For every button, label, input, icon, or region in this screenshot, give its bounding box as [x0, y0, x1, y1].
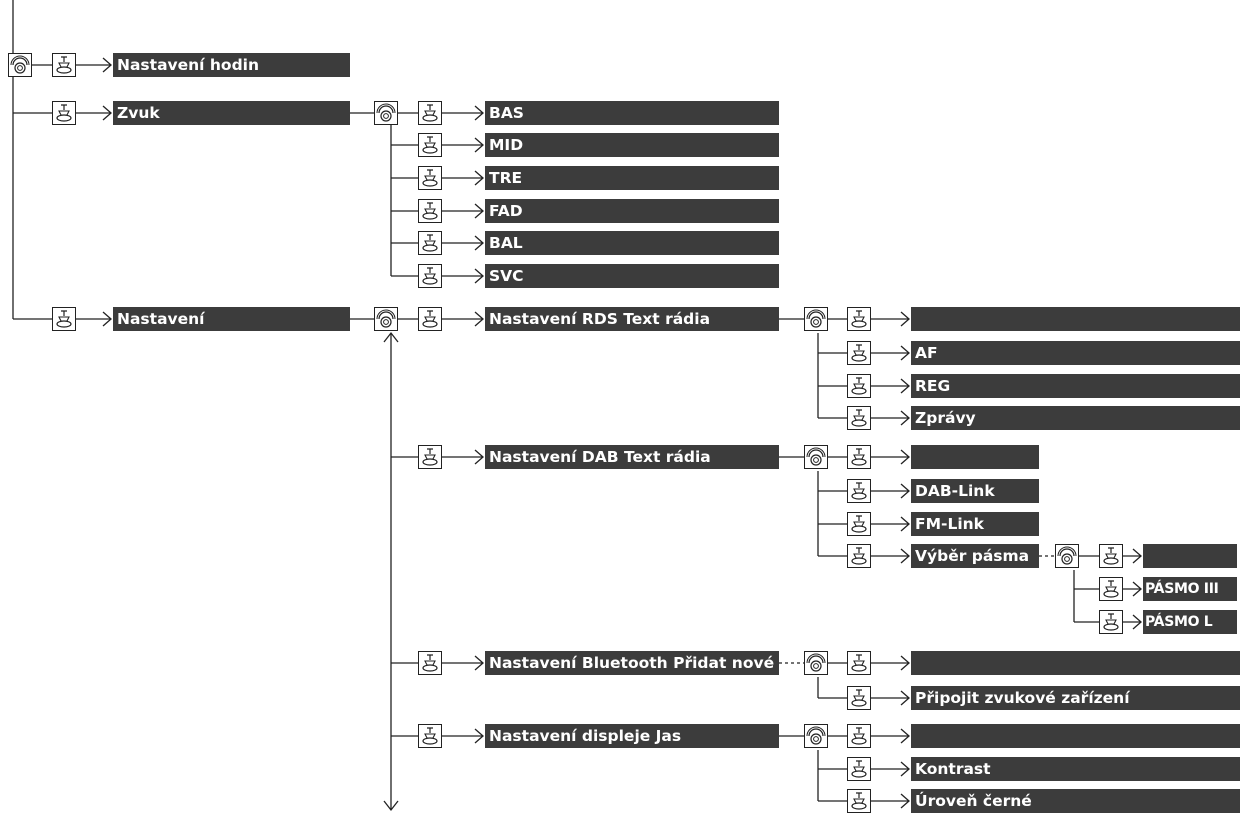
push-button-icon — [1099, 577, 1123, 601]
arrow-head — [900, 378, 910, 394]
push-button-icon — [847, 651, 871, 675]
push-button-icon — [847, 686, 871, 710]
menu-item-rds-settings[interactable]: Nastavení RDS Text rádia — [485, 307, 779, 331]
arrow-head — [1132, 614, 1142, 630]
menu-item-bluetooth-add[interactable] — [911, 651, 1240, 675]
arrow-head — [474, 137, 484, 153]
arrow-head — [900, 483, 910, 499]
menu-item-band-empty[interactable] — [1143, 544, 1237, 568]
arrow-head — [900, 690, 910, 706]
menu-item-rds-text[interactable] — [911, 307, 1240, 331]
push-button-icon — [847, 757, 871, 781]
push-button-icon — [418, 199, 442, 223]
arrow-head — [474, 449, 484, 465]
menu-item-dab-text[interactable] — [911, 445, 1039, 469]
arrow-head — [900, 311, 910, 327]
arrow-head — [900, 410, 910, 426]
push-button-icon — [418, 231, 442, 255]
arrow-head — [474, 728, 484, 744]
menu-item-black-level[interactable]: Úroveň černé — [911, 789, 1240, 813]
arrow-up-head — [383, 331, 399, 343]
menu-item-fad[interactable]: FAD — [485, 199, 779, 223]
arrow-head — [900, 761, 910, 777]
dial-knob-icon — [374, 307, 398, 331]
menu-item-svc[interactable]: SVC — [485, 264, 779, 288]
arrow-head — [474, 655, 484, 671]
arrow-head — [900, 548, 910, 564]
menu-item-dab-settings[interactable]: Nastavení DAB Text rádia — [485, 445, 779, 469]
push-button-icon — [847, 445, 871, 469]
dial-knob-icon — [804, 724, 828, 748]
push-button-icon — [847, 406, 871, 430]
arrow-head — [900, 449, 910, 465]
push-button-icon — [847, 341, 871, 365]
menu-item-bal[interactable]: BAL — [485, 231, 779, 255]
push-button-icon — [1099, 610, 1123, 634]
push-button-icon — [418, 264, 442, 288]
menu-item-af[interactable]: AF — [911, 341, 1240, 365]
arrow-head — [900, 516, 910, 532]
arrow-head — [102, 311, 112, 327]
arrow-head — [474, 203, 484, 219]
push-button-icon — [847, 307, 871, 331]
arrow-head — [1132, 548, 1142, 564]
arrow-head — [900, 655, 910, 671]
push-button-icon — [52, 101, 76, 125]
menu-item-news[interactable]: Zprávy — [911, 406, 1240, 430]
menu-item-tre[interactable]: TRE — [485, 166, 779, 190]
push-button-icon — [847, 479, 871, 503]
menu-item-contrast[interactable]: Kontrast — [911, 757, 1240, 781]
push-button-icon — [418, 133, 442, 157]
menu-item-band-l[interactable]: PÁSMO L — [1143, 610, 1237, 634]
menu-item-sound[interactable]: Zvuk — [113, 101, 350, 125]
dial-knob-icon — [1055, 544, 1079, 568]
menu-item-band-iii[interactable]: PÁSMO III — [1143, 577, 1237, 601]
arrow-head — [102, 105, 112, 121]
push-button-icon — [52, 307, 76, 331]
menu-item-reg[interactable]: REG — [911, 374, 1240, 398]
arrow-head — [900, 345, 910, 361]
menu-item-fm-link[interactable]: FM-Link — [911, 512, 1039, 536]
menu-item-dab-link[interactable]: DAB-Link — [911, 479, 1039, 503]
dial-knob-icon — [374, 101, 398, 125]
arrow-head — [102, 57, 112, 73]
dial-knob-icon — [804, 651, 828, 675]
push-button-icon — [847, 374, 871, 398]
arrow-head — [474, 170, 484, 186]
push-button-icon — [847, 512, 871, 536]
menu-item-display-settings[interactable]: Nastavení displeje Jas — [485, 724, 779, 748]
dial-knob-icon — [804, 307, 828, 331]
arrow-head — [1132, 581, 1142, 597]
arrow-head — [474, 235, 484, 251]
menu-item-mid[interactable]: MID — [485, 133, 779, 157]
push-button-icon — [418, 445, 442, 469]
menu-item-connect-audio-device[interactable]: Připojit zvukové zařízení — [911, 686, 1240, 710]
arrow-head — [474, 311, 484, 327]
push-button-icon — [52, 53, 76, 77]
menu-item-brightness[interactable] — [911, 724, 1240, 748]
push-button-icon — [418, 166, 442, 190]
arrow-down-head — [383, 800, 399, 812]
menu-item-band-select[interactable]: Výběr pásma — [911, 544, 1039, 568]
menu-item-bas[interactable]: BAS — [485, 101, 779, 125]
push-button-icon — [1099, 544, 1123, 568]
push-button-icon — [418, 307, 442, 331]
dial-knob-icon — [8, 53, 32, 77]
push-button-icon — [847, 789, 871, 813]
push-button-icon — [418, 724, 442, 748]
arrow-head — [474, 105, 484, 121]
push-button-icon — [418, 101, 442, 125]
dial-knob-icon — [804, 445, 828, 469]
menu-item-settings[interactable]: Nastavení — [113, 307, 350, 331]
menu-item-clock-settings[interactable]: Nastavení hodin — [113, 53, 350, 77]
push-button-icon — [847, 724, 871, 748]
arrow-head — [900, 793, 910, 809]
arrow-head — [474, 268, 484, 284]
arrow-head — [900, 728, 910, 744]
push-button-icon — [418, 651, 442, 675]
push-button-icon — [847, 544, 871, 568]
menu-item-bluetooth-settings[interactable]: Nastavení Bluetooth Přidat nové — [485, 651, 779, 675]
